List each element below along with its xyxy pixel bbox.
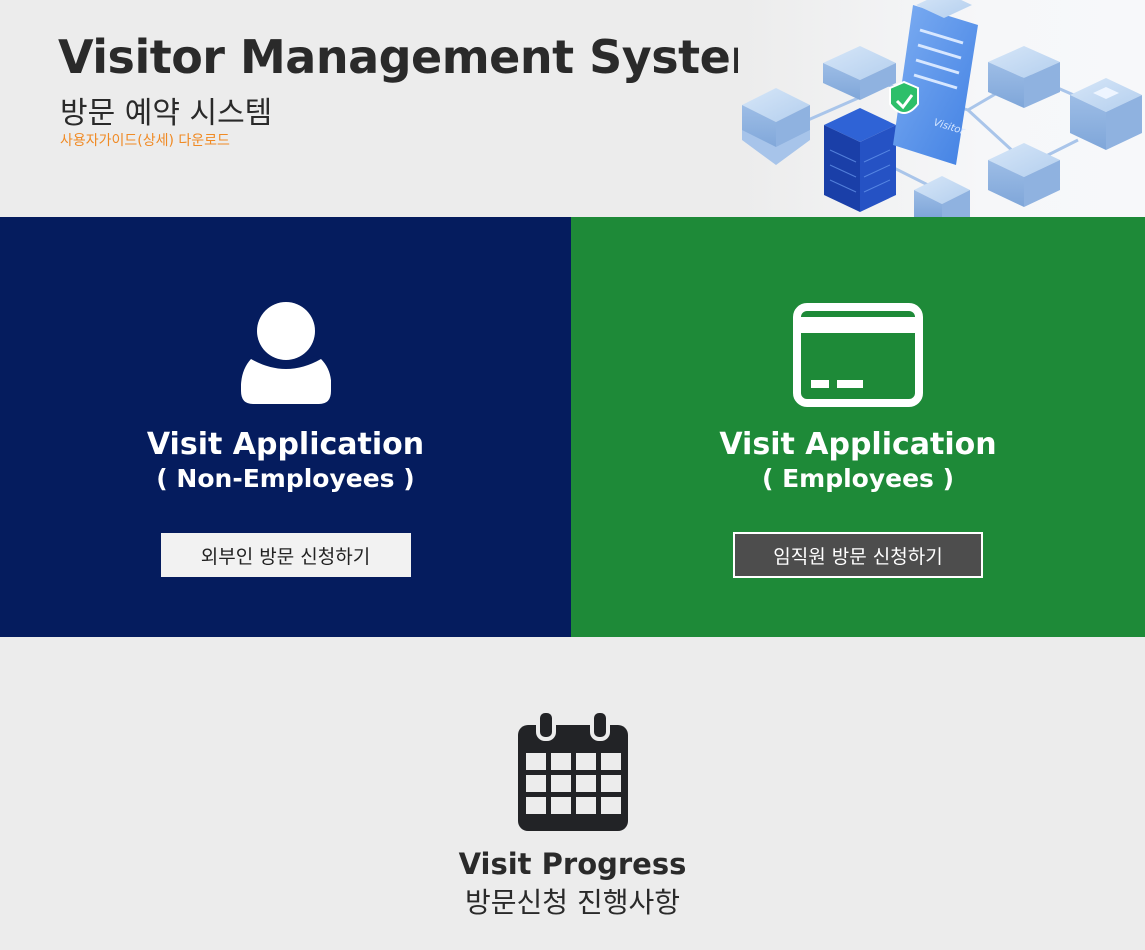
user-icon <box>240 301 331 407</box>
server-network-illustration-icon: Visitor <box>742 0 1142 217</box>
employee-apply-button[interactable]: 임직원 방문 신청하기 <box>733 532 983 578</box>
visit-progress-title[interactable]: Visit Progress <box>458 847 687 881</box>
page-header: Visitor Management System 방문 예약 시스템 사용자가… <box>0 0 1145 217</box>
id-card-icon <box>793 301 923 407</box>
employee-subtitle: ( Employees ) <box>761 464 955 493</box>
non-employee-panel: Visit Application ( Non-Employees ) 외부인 … <box>0 217 571 637</box>
visit-progress-section[interactable]: Visit Progress 방문신청 진행사항 <box>0 637 1145 950</box>
employee-panel: Visit Application ( Employees ) 임직원 방문 신… <box>571 217 1145 637</box>
visit-progress-subtitle[interactable]: 방문신청 진행사항 <box>465 886 680 919</box>
non-employee-apply-button[interactable]: 외부인 방문 신청하기 <box>160 533 411 577</box>
network-illustration: Visitor <box>738 0 1145 217</box>
user-guide-download-link[interactable]: 사용자가이드(상세) 다운로드 <box>60 133 230 149</box>
non-employee-subtitle: ( Non-Employees ) <box>156 464 415 493</box>
application-panels: Visit Application ( Non-Employees ) 외부인 … <box>0 217 1145 637</box>
employee-title: Visit Application <box>719 427 997 462</box>
page-subtitle: 방문 예약 시스템 <box>60 96 273 131</box>
page-title: Visitor Management System <box>58 30 778 84</box>
calendar-icon[interactable] <box>516 709 630 837</box>
non-employee-title: Visit Application <box>146 427 425 462</box>
